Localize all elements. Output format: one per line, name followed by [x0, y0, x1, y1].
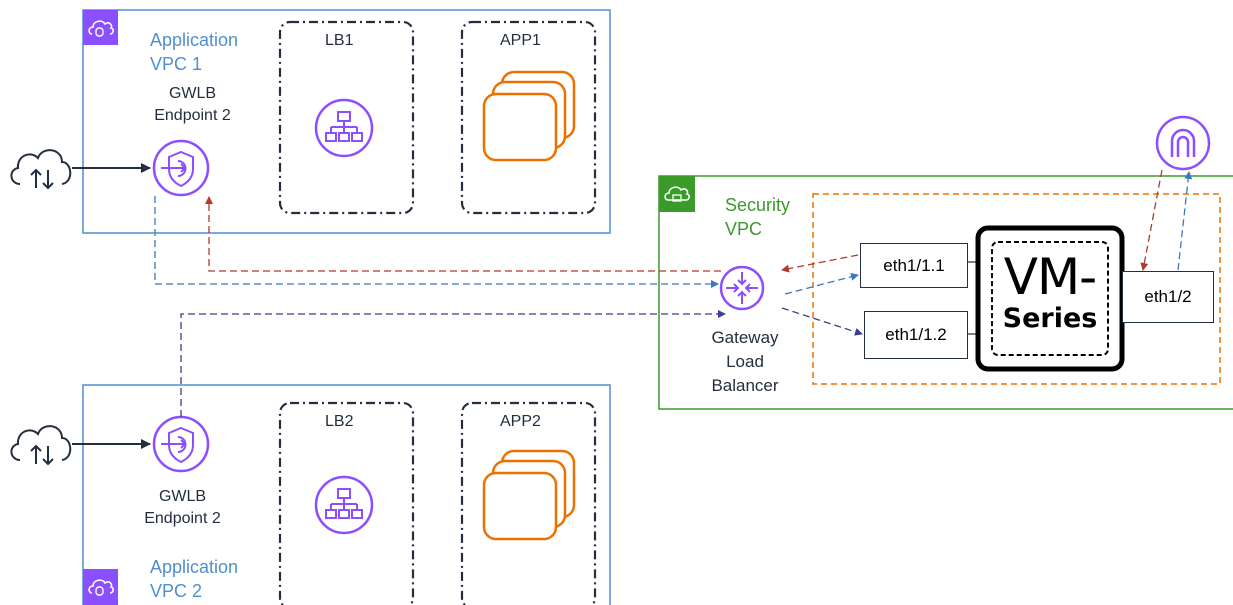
flow-gwlb-to-eth1-1-1: [784, 272, 859, 295]
vpc-1-icon: [83, 10, 118, 45]
load-balancer-icon: [314, 98, 374, 158]
vpc-2-title: Application VPC 2: [150, 555, 238, 603]
app-instances-icon: [482, 449, 576, 541]
vpc-1-title-line2: VPC 1: [150, 54, 203, 74]
app-instances-icon: [482, 70, 576, 162]
vpc-1-title-line1: Application: [150, 30, 239, 50]
vpc-1-title: Application VPC 1: [150, 28, 238, 76]
endpoint-2-label: GWLB Endpoint 2: [130, 486, 235, 530]
internet-gateway-icon: [1155, 115, 1211, 171]
internet-cloud-icon: [10, 425, 72, 466]
endpoint-2-label-line2: Endpoint 2: [144, 510, 221, 527]
interface-eth1-1-2: eth1/1.2: [864, 311, 968, 359]
flow-igw-to-eth1-2: [1140, 169, 1163, 271]
flow-gwlb-to-vpc1: [205, 196, 721, 272]
gwlb-label-line1: Gateway: [711, 328, 779, 347]
endpoint-1-label-line2: Endpoint 2: [154, 107, 231, 124]
app1-box: [460, 20, 597, 215]
security-vpc-title: Security VPC: [725, 193, 790, 241]
gwlb-endpoint-icon: [152, 139, 210, 197]
vpc-2-icon: [83, 569, 118, 605]
security-vpc-title-line2: VPC: [725, 219, 763, 239]
app1-label: APP1: [500, 32, 541, 49]
lb1-label: LB1: [325, 32, 354, 49]
interface-eth1-1-1: eth1/1.1: [860, 243, 968, 288]
security-vpc: [658, 175, 1233, 410]
lb1-box: [278, 20, 415, 215]
internet-cloud-icon: [10, 149, 72, 190]
interface-eth1-2: eth1/2: [1122, 271, 1214, 323]
endpoint-1-label: GWLB Endpoint 2: [140, 83, 245, 127]
application-vpc-1: [82, 9, 611, 234]
lb2-label: LB2: [325, 413, 354, 430]
vm-series-line2: Series: [1002, 303, 1098, 334]
load-balancer-icon: [314, 475, 374, 535]
gwlb-label-line2: Load: [726, 352, 764, 371]
gateway-load-balancer-icon: [719, 265, 765, 311]
endpoint-2-label-line1: GWLB: [158, 488, 207, 505]
app2-label: APP2: [500, 413, 541, 430]
flow-gwlb-to-eth1-1-2: [781, 307, 863, 336]
gateway-load-balancer-label: Gateway Load Balancer: [695, 326, 795, 398]
security-vpc-title-line1: Security: [725, 195, 791, 215]
endpoint-1-label-line1: GWLB: [168, 85, 217, 102]
vpc-2-title-line2: VPC 2: [150, 581, 203, 601]
gwlb-endpoint-icon: [152, 415, 210, 473]
gwlb-label-line3: Balancer: [711, 376, 779, 395]
vm-series-line1: VM-: [1003, 248, 1097, 306]
flow-vpc2-to-gwlb: [180, 310, 726, 417]
flow-vpc1-to-gwlb: [154, 196, 719, 288]
application-vpc-2: [82, 384, 611, 605]
security-vpc-icon: [659, 176, 695, 212]
flow-eth1-1-1-to-gwlb: [781, 254, 859, 273]
vm-series-box: [975, 225, 1125, 372]
vm-series-label: VM- Series: [993, 250, 1107, 334]
flow-eth1-2-to-igw: [1177, 171, 1193, 271]
vpc-2-title-line1: Application: [150, 557, 239, 577]
